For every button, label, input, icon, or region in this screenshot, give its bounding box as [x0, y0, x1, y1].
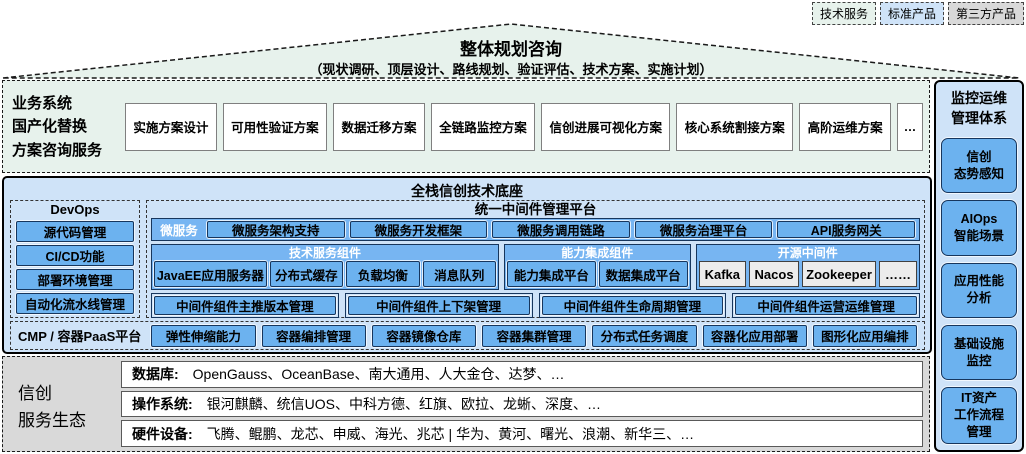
middleware-management-row: 中间件组件主推版本管理 中间件组件上下架管理 中间件组件生命周期管理 中间件组件…	[151, 293, 920, 318]
monitoring-boxes: 信创 态势感知 AIOps 智能场景 应用性能 分析 基础设施 监控 IT资产 …	[941, 138, 1017, 444]
biz-item: 高阶运维方案	[799, 102, 891, 151]
tech-service-components-group: 技术服务组件 JavaEE应用服务器 分布式缓存 负载均衡 消息队列	[151, 244, 499, 290]
mgmt-item: 中间件组件生命周期管理	[541, 296, 724, 315]
microservice-row: 微服务 微服务架构支持 微服务开发框架 微服务调用链路 微服务治理平台 API服…	[151, 218, 920, 241]
biz-section-title: 业务系统 国产化替换 方案咨询服务	[12, 95, 103, 159]
roof-subtitle: （现状调研、顶层设计、路线规划、验证评估、技术方案、实施计划）	[309, 62, 713, 77]
mgmt-item-cell: 中间件组件生命周期管理	[538, 293, 727, 318]
eco-row-label: 硬件设备:	[132, 425, 193, 442]
cmp-item: 图形化应用编排	[812, 324, 918, 347]
ecosystem-section: 信创 服务生态 数据库: OpenGauss、OceanBase、南大通用、人大…	[2, 356, 930, 452]
eco-row-hardware: 硬件设备: 飞腾、鲲鹏、龙芯、申威、海光、兆芯 | 华为、黄河、曙光、浪潮、新华…	[121, 420, 923, 448]
oss-item-ellipsis: ……	[879, 261, 917, 287]
microservice-row-label: 微服务	[160, 224, 198, 238]
legend: 技术服务 标准产品 第三方产品	[811, 2, 1024, 25]
devops-item: 部署环境管理	[16, 269, 134, 290]
biz-item: 可用性验证方案	[222, 102, 328, 151]
cmp-item: 容器集群管理	[482, 324, 587, 347]
cmp-paas-label: CMP / 容器PaaS平台	[18, 329, 142, 344]
eco-row-items: 银河麒麟、统信UOS、中科方德、红旗、欧拉、龙蜥、深度、…	[206, 396, 602, 412]
middleware-platform-panel: 统一中间件管理平台 微服务 微服务架构支持 微服务开发框架 微服务调用链路 微服…	[146, 200, 925, 318]
mgmt-item-cell: 中间件组件主推版本管理	[151, 293, 339, 318]
mgmt-item: 中间件组件主推版本管理	[154, 296, 336, 315]
devops-item: 自动化流水线管理	[16, 293, 134, 314]
eco-row-label: 数据库:	[132, 366, 179, 383]
tech-group-title: 技术服务组件	[288, 246, 361, 260]
capability-group-boxes: 能力集成平台 数据集成平台	[507, 261, 688, 287]
monitoring-title: 监控运维 管理体系	[951, 90, 1007, 127]
biz-item: 数据迁移方案	[333, 102, 425, 151]
microservice-item: API服务网关	[777, 221, 915, 238]
devops-panel: DevOps 源代码管理 CI/CD功能 部署环境管理 自动化流水线管理	[10, 200, 140, 318]
tech-item: 消息队列	[422, 261, 496, 287]
capability-item: 数据集成平台	[598, 261, 688, 287]
eco-row-label: 操作系统:	[132, 396, 193, 412]
devops-item: 源代码管理	[16, 221, 134, 242]
tech-item: 分布式缓存	[269, 261, 344, 287]
mgmt-item-cell: 中间件组件上下架管理	[344, 293, 533, 318]
monitoring-item: 应用性能 分析	[941, 262, 1017, 319]
eco-row-items: OpenGauss、OceanBase、南大通用、人大金仓、达梦、…	[192, 366, 565, 383]
microservice-item: 微服务治理平台	[634, 221, 773, 238]
microservice-item: 微服务开发框架	[349, 221, 488, 238]
monitoring-item: 信创 态势感知	[941, 138, 1017, 194]
microservice-item: 微服务调用链路	[492, 221, 630, 238]
tech-item: JavaEE应用服务器	[154, 261, 267, 287]
cmp-paas-row: CMP / 容器PaaS平台 弹性伸缩能力 容器编排管理 容器镜像仓库 容器集群…	[10, 321, 925, 350]
mgmt-item-cell: 中间件组件运营运维管理	[732, 293, 920, 318]
biz-item: 信创进展可视化方案	[541, 102, 671, 151]
biz-item: 核心系统割接方案	[676, 102, 794, 151]
monitoring-ops-column: 监控运维 管理体系 信创 态势感知 AIOps 智能场景 应用性能 分析 基础设…	[934, 80, 1024, 452]
monitoring-item: AIOps 智能场景	[941, 200, 1017, 256]
biz-consulting-section: 业务系统 国产化替换 方案咨询服务 实施方案设计 可用性验证方案 数据迁移方案 …	[2, 80, 930, 173]
capability-item: 能力集成平台	[507, 261, 596, 287]
component-groups-row: 技术服务组件 JavaEE应用服务器 分布式缓存 负载均衡 消息队列 能力集成组…	[151, 244, 920, 290]
roof-title: 整体规划咨询	[460, 40, 562, 59]
legend-chip-standard: 标准产品	[879, 2, 944, 25]
biz-item: 实施方案设计	[125, 102, 217, 151]
open-source-middleware-group: 开源中间件 Kafka Nacos Zookeeper ……	[695, 244, 920, 290]
capability-group-title: 能力集成组件	[561, 246, 634, 260]
mgmt-item: 中间件组件运营运维管理	[735, 296, 917, 315]
biz-item-ellipsis: …	[896, 102, 923, 151]
cmp-item: 容器镜像仓库	[371, 324, 477, 347]
microservice-item: 微服务架构支持	[207, 221, 345, 238]
mgmt-item: 中间件组件上下架管理	[347, 296, 530, 315]
cmp-item: 弹性伸缩能力	[151, 324, 256, 347]
eco-row-os: 操作系统: 银河麒麟、统信UOS、中科方德、红旗、欧拉、龙蜥、深度、…	[121, 390, 923, 418]
ecosystem-title: 信创 服务生态	[18, 384, 86, 431]
biz-item: 全链路监控方案	[430, 102, 536, 151]
oss-item: Zookeeper	[802, 261, 877, 287]
roof-shape	[2, 23, 1020, 79]
legend-chip-thirdparty: 第三方产品	[947, 2, 1024, 25]
tech-group-boxes: JavaEE应用服务器 分布式缓存 负载均衡 消息队列	[154, 261, 496, 287]
devops-title: DevOps	[50, 202, 100, 217]
biz-items-row: 实施方案设计 可用性验证方案 数据迁移方案 全链路监控方案 信创进展可视化方案 …	[125, 102, 923, 151]
ecosystem-rows: 数据库: OpenGauss、OceanBase、南大通用、人大金仓、达梦、… …	[121, 361, 923, 448]
oss-group-title: 开源中间件	[777, 246, 838, 260]
capability-integration-group: 能力集成组件 能力集成平台 数据集成平台	[504, 244, 691, 290]
overall-planning-roof: 整体规划咨询 （现状调研、顶层设计、路线规划、验证评估、技术方案、实施计划）	[0, 22, 1022, 80]
legend-chip-service: 技术服务	[811, 2, 876, 25]
foundation-section: 全栈信创技术底座 DevOps 源代码管理 CI/CD功能 部署环境管理 自动化…	[2, 176, 932, 354]
middleware-platform-title: 统一中间件管理平台	[474, 202, 597, 217]
tech-item: 负载均衡	[346, 261, 420, 287]
cmp-item: 容器编排管理	[261, 324, 366, 347]
cmp-item: 分布式任务调度	[592, 324, 697, 347]
oss-group-boxes: Kafka Nacos Zookeeper ……	[698, 261, 917, 287]
oss-item: Kafka	[698, 261, 747, 287]
eco-row-items: 飞腾、鲲鹏、龙芯、申威、海光、兆芯 | 华为、黄河、曙光、浪潮、新华三、…	[206, 425, 695, 442]
cmp-item: 容器化应用部署	[702, 324, 807, 347]
monitoring-item: IT资产 工作流程 管理	[941, 387, 1017, 444]
foundation-title: 全栈信创技术底座	[411, 183, 523, 199]
oss-item: Nacos	[749, 261, 800, 287]
monitoring-item: 基础设施 监控	[941, 325, 1017, 381]
eco-row-database: 数据库: OpenGauss、OceanBase、南大通用、人大金仓、达梦、…	[121, 361, 923, 388]
devops-item: CI/CD功能	[16, 245, 134, 266]
